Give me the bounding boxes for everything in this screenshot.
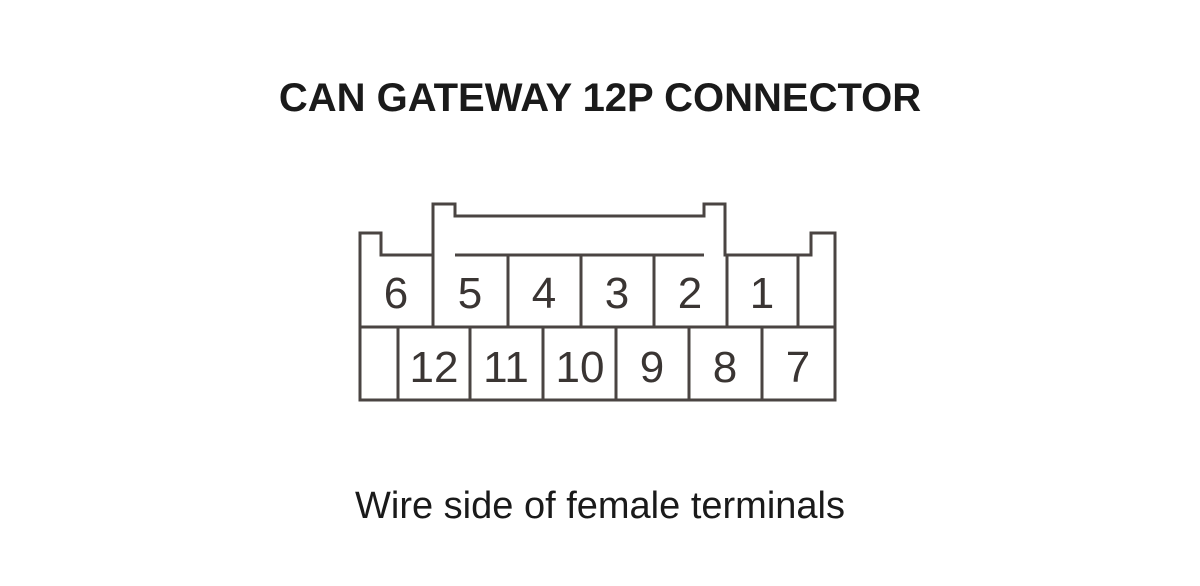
pin-number: 7 [786, 343, 810, 392]
connector-caption: Wire side of female terminals [355, 485, 845, 527]
pin-number: 8 [713, 343, 737, 392]
pin-number: 1 [750, 269, 774, 318]
pin-number: 3 [605, 269, 629, 318]
pin-number: 12 [410, 343, 459, 392]
pin-number: 4 [532, 269, 556, 318]
connector-title: CAN GATEWAY 12P CONNECTOR [278, 76, 922, 120]
pin-number: 11 [483, 343, 529, 392]
connector-housing-outline [358, 202, 837, 402]
pin-number: 2 [678, 269, 702, 318]
pin-number: 6 [384, 269, 408, 318]
pin-number: 5 [458, 269, 482, 318]
pin-number: 9 [640, 343, 664, 392]
pin-number: 10 [556, 343, 605, 392]
